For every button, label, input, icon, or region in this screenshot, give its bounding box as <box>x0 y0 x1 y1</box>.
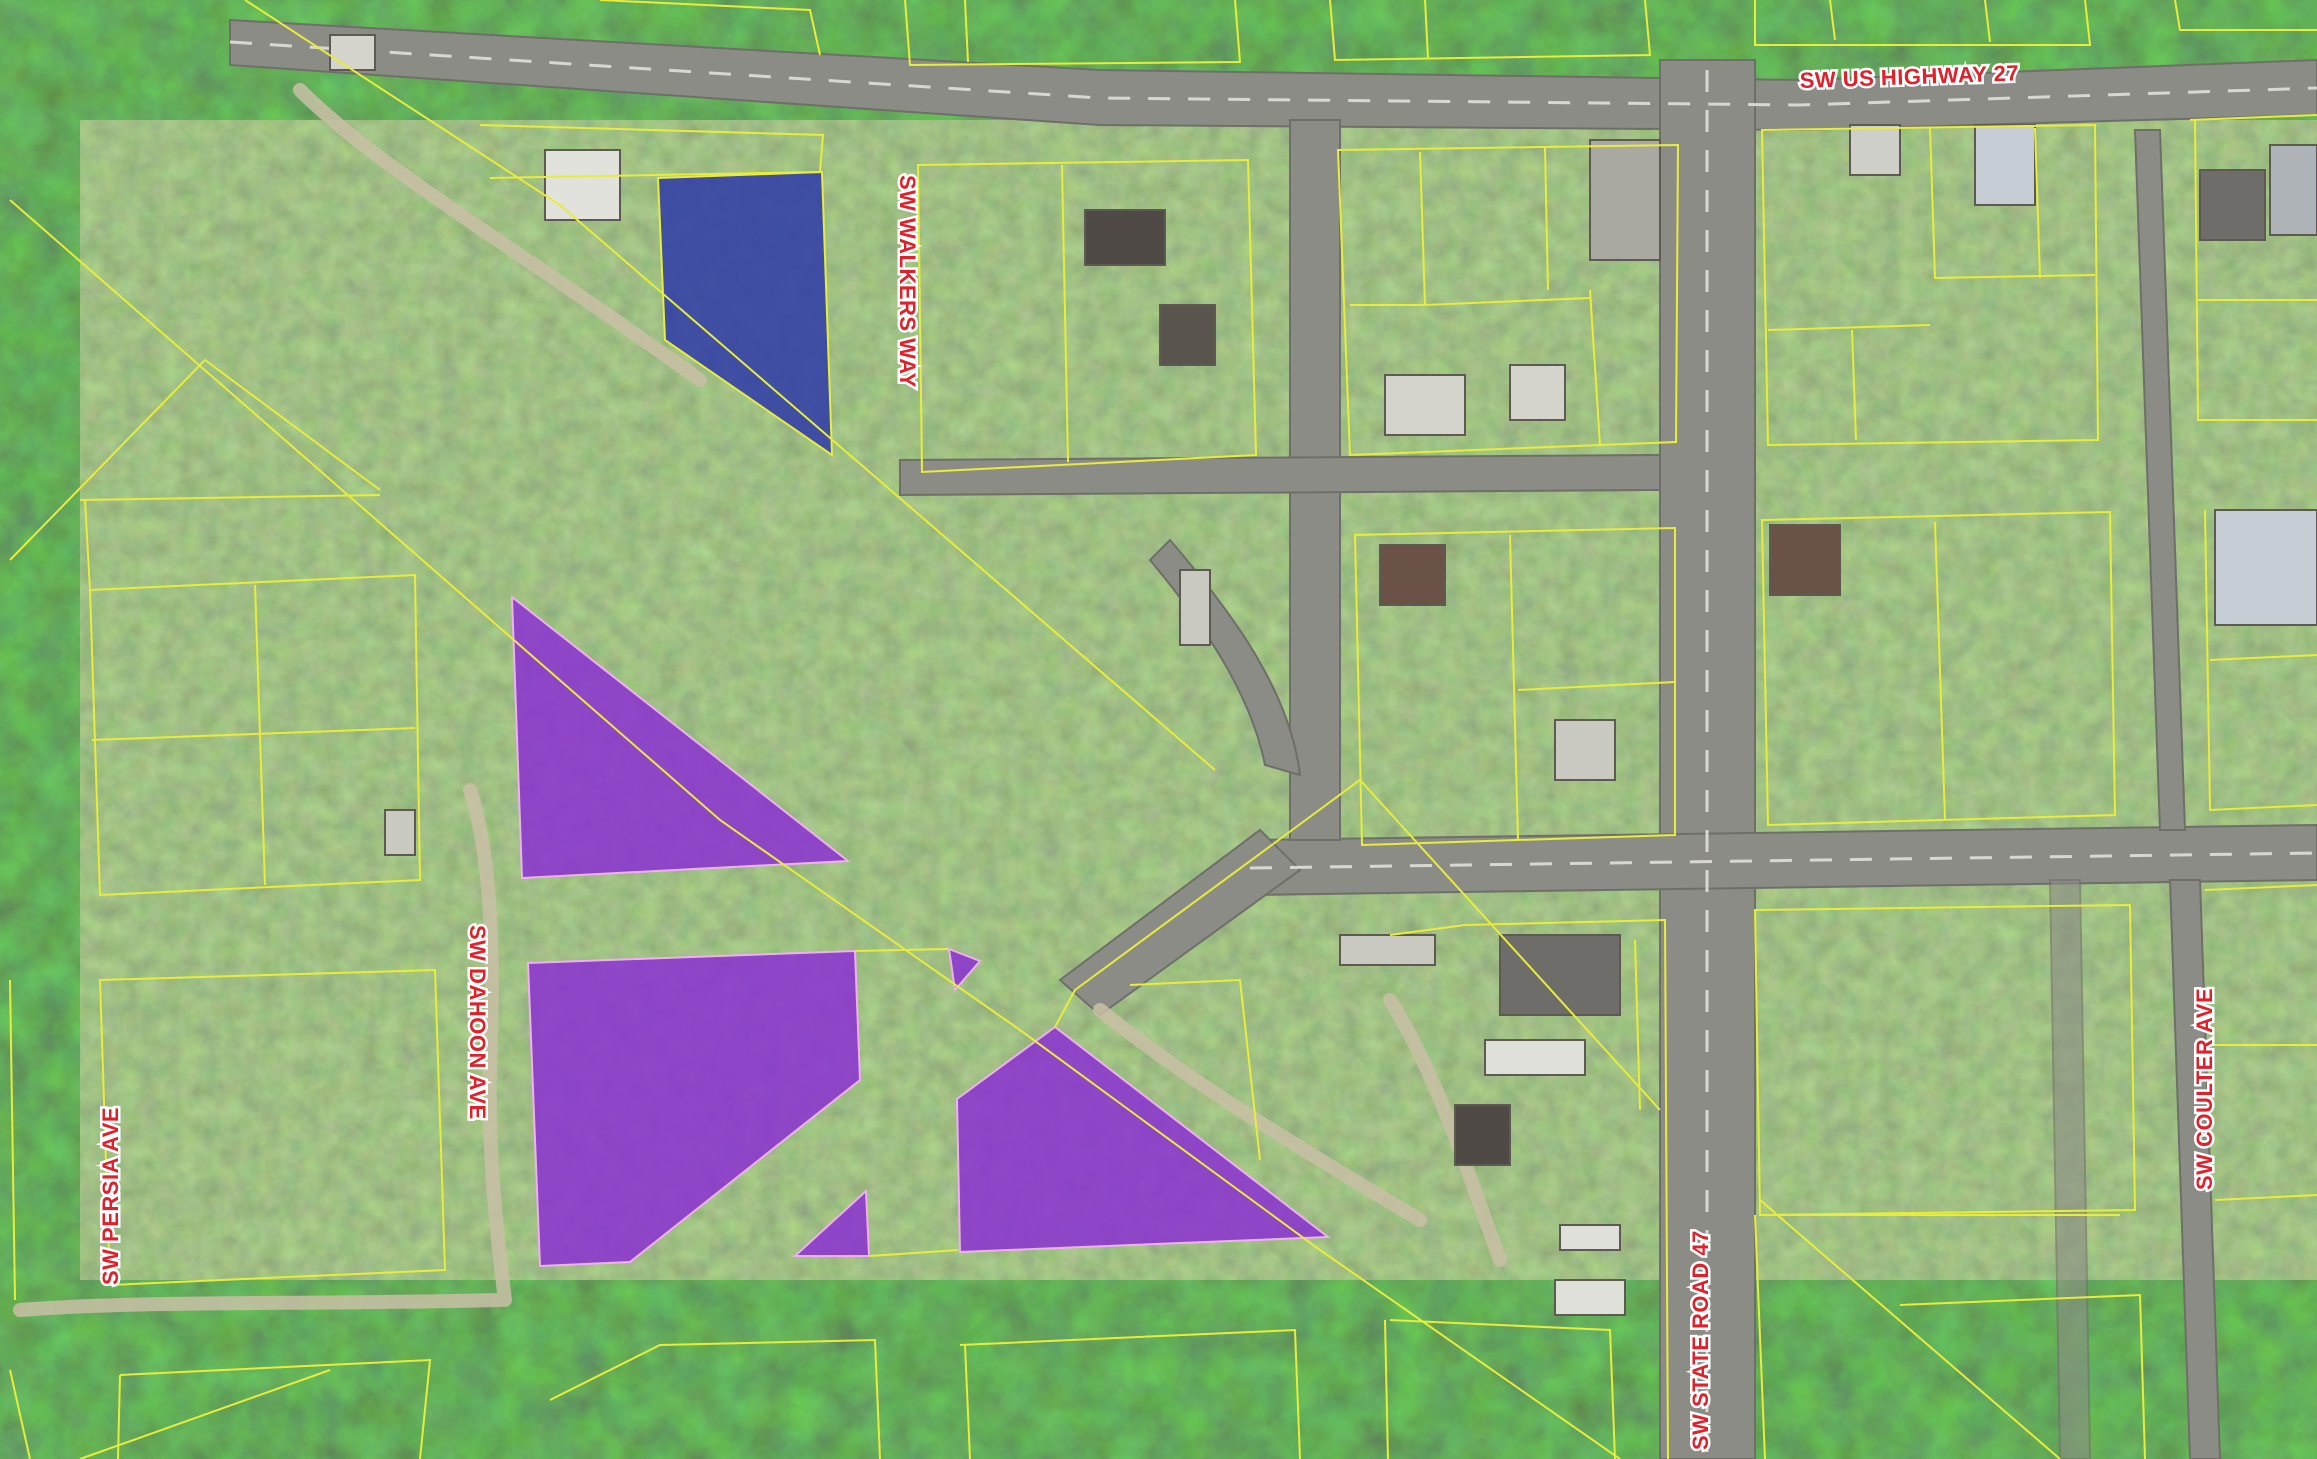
highlighted-parcel-purple-1[interactable] <box>510 594 851 880</box>
street-labels: SW US HIGHWAY 27 SW WALKERS WAY SW DAHOO… <box>96 58 2220 1453</box>
street-label-walkers-way: SW WALKERS WAY <box>895 175 920 388</box>
street-label-dahoon-ave: SW DAHOON AVE <box>465 925 490 1120</box>
highlighted-parcel-purple-5[interactable] <box>792 1188 871 1257</box>
street-label-coulter-ave: SW COULTER AVE <box>2192 988 2217 1190</box>
road-network <box>229 18 2317 1459</box>
road-markings <box>229 40 2317 1459</box>
mid-street-road <box>899 453 1661 497</box>
highlighted-parcel-blue[interactable] <box>656 170 834 457</box>
east-side-street-road <box>2133 129 2187 831</box>
highlighted-parcels[interactable] <box>510 170 1331 1268</box>
us-highway-27-road <box>229 18 2317 132</box>
highlighted-parcel-purple-4[interactable] <box>955 1025 1331 1254</box>
cleared-lots <box>80 120 2317 1280</box>
highlighted-parcel-purple-2[interactable] <box>526 949 862 1268</box>
buildings <box>329 34 2317 1316</box>
street-label-persia-ave: SW PERSIA AVE <box>98 1107 123 1285</box>
street-label-state-road-47: SW STATE ROAD 47 <box>1688 1230 1713 1450</box>
diagonal-connector-road <box>1058 828 1302 1017</box>
far-east-street-road <box>2048 879 2092 1459</box>
parcel-boundaries <box>9 0 2317 1459</box>
highlighted-parcel-purple-3[interactable] <box>947 947 982 993</box>
dirt-trails <box>13 83 1507 1317</box>
south-east-street-road <box>2168 879 2222 1459</box>
